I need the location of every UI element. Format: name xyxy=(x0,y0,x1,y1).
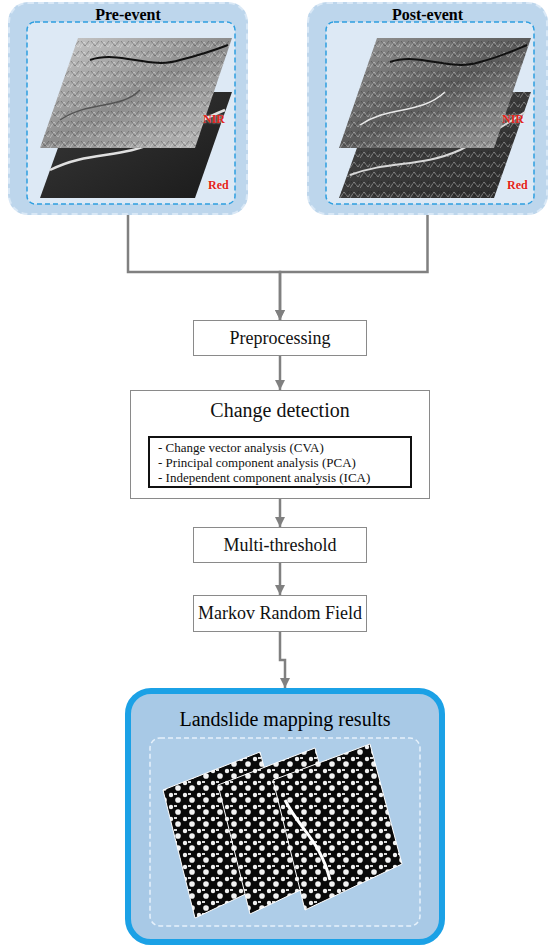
band-label: NIR xyxy=(502,112,524,127)
flow-arrow xyxy=(279,356,282,390)
node-text: - Independent component analysis (ICA) xyxy=(158,470,402,485)
flow-arrow xyxy=(279,499,282,527)
result-panel: Landslide mapping results xyxy=(125,688,445,945)
process-box: Markov Random Field xyxy=(193,595,367,632)
band-label: NIR xyxy=(203,112,225,127)
node-text: - Change vector analysis (CVA) xyxy=(158,440,402,455)
node-text: Pre-event xyxy=(10,6,246,24)
node-text: - Principal component analysis (PCA) xyxy=(158,455,402,470)
node-text: Markov Random Field xyxy=(198,603,362,624)
process-box: Multi-threshold xyxy=(193,527,367,563)
process-box: Preprocessing xyxy=(193,320,367,356)
flow-arrow xyxy=(280,632,285,688)
band-label: Red xyxy=(507,178,528,193)
method-list-box: - Change vector analysis (CVA)- Principa… xyxy=(148,436,412,488)
node-text: Change detection xyxy=(131,399,429,422)
flow-arrow xyxy=(279,563,282,595)
node-text: Preprocessing xyxy=(230,328,331,349)
node-text: Multi-threshold xyxy=(224,535,337,556)
band-label: Red xyxy=(208,178,229,193)
flow-arrow xyxy=(128,215,280,320)
node-text: Post-event xyxy=(309,6,546,24)
flow-arrow xyxy=(280,215,428,320)
process-box: Change detection - Change vector analysis… xyxy=(130,390,430,499)
node-text: Landslide mapping results xyxy=(131,708,439,731)
